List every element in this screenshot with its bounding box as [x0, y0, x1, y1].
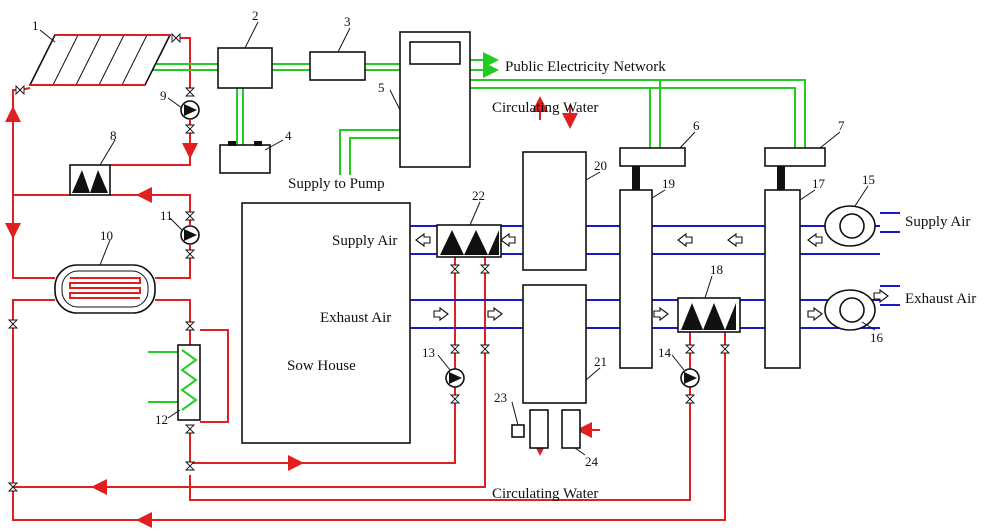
supply-to-pump-label: Supply to Pump — [288, 176, 385, 192]
num-13: 13 — [422, 345, 435, 360]
supply-air-house-label: Supply Air — [332, 233, 397, 249]
controller-box — [217, 47, 273, 89]
circulating-water-top-label: Circulating Water — [492, 100, 598, 116]
num-11: 11 — [160, 208, 173, 223]
num-9: 9 — [160, 88, 167, 103]
circulating-water-bottom-label: Circulating Water — [492, 486, 598, 502]
inverter-box — [309, 51, 366, 81]
num-19: 19 — [662, 176, 675, 191]
battery-box — [219, 144, 271, 174]
text-labels: Public Electricity Network Circulating W… — [287, 59, 976, 502]
unit-24 — [561, 409, 581, 449]
exhaust-air-house-label: Exhaust Air — [320, 310, 391, 326]
leader-lines — [39, 21, 876, 456]
motor-7 — [764, 147, 826, 190]
num-10: 10 — [100, 228, 113, 243]
num-5: 5 — [378, 80, 385, 95]
heat-exchanger-8 — [69, 164, 111, 196]
supply-air-right-label: Supply Air — [905, 214, 970, 230]
num-7: 7 — [838, 118, 845, 133]
heat-exchanger-18 — [677, 297, 741, 333]
num-1: 1 — [32, 18, 39, 33]
num-4: 4 — [285, 128, 292, 143]
num-24: 24 — [585, 454, 599, 469]
unit-20 — [522, 151, 587, 271]
unit-19 — [619, 189, 653, 369]
component-numbers: 1 2 3 4 5 6 7 8 9 10 11 12 13 14 15 16 1… — [32, 8, 884, 469]
exhaust-air-right-label: Exhaust Air — [905, 291, 976, 307]
unit-21 — [522, 284, 587, 404]
num-18: 18 — [710, 262, 723, 277]
distribution-cabinet — [399, 31, 471, 168]
num-21: 21 — [594, 354, 607, 369]
fan-15 — [824, 205, 876, 247]
valves — [7, 32, 731, 492]
num-15: 15 — [862, 172, 875, 187]
electric-lines — [148, 52, 806, 403]
plate-heat-exchanger-12 — [177, 344, 201, 421]
fan-16 — [824, 289, 876, 331]
num-22: 22 — [472, 188, 485, 203]
num-23: 23 — [494, 390, 507, 405]
motor-6 — [619, 147, 686, 190]
num-16: 16 — [870, 330, 884, 345]
public-network-label: Public Electricity Network — [505, 59, 666, 75]
unit-17 — [764, 189, 801, 369]
num-17: 17 — [812, 176, 826, 191]
num-2: 2 — [252, 8, 259, 23]
num-3: 3 — [344, 14, 351, 29]
num-14: 14 — [658, 345, 672, 360]
unit-23 — [529, 409, 549, 449]
num-6: 6 — [693, 118, 700, 133]
sow-house — [241, 202, 411, 444]
air-arrows — [415, 232, 889, 322]
heat-exchanger-22 — [436, 224, 502, 258]
num-12: 12 — [155, 412, 168, 427]
sow-house-label: Sow House — [287, 358, 356, 374]
unit-23-motor — [511, 424, 525, 438]
solar-panel — [19, 34, 172, 91]
num-8: 8 — [110, 128, 117, 143]
storage-tank — [54, 264, 156, 314]
num-20: 20 — [594, 158, 607, 173]
